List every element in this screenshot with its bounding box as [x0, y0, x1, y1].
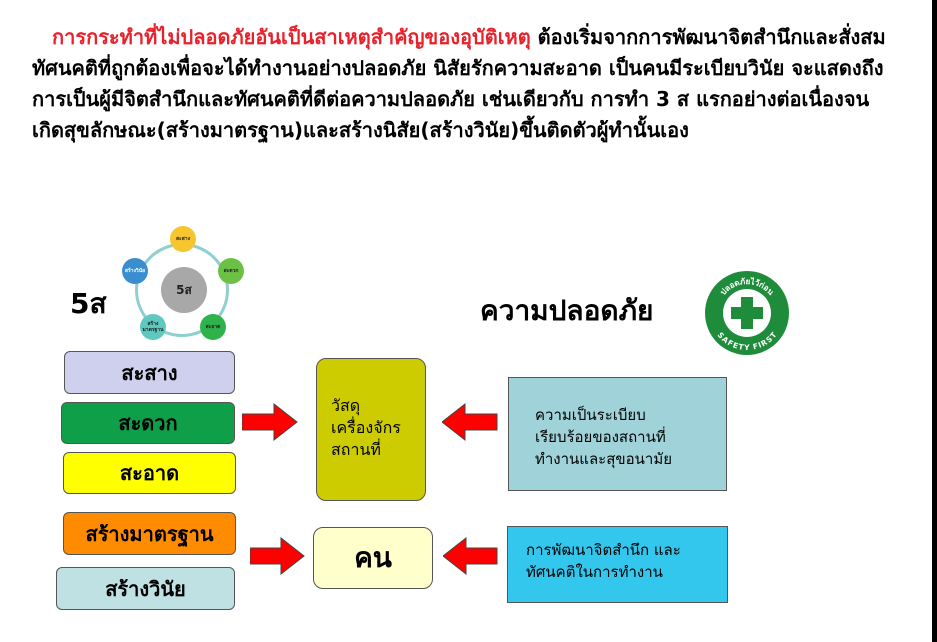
- right-top-line-2: เรียบร้อยของสถานที่: [535, 428, 666, 446]
- arrow-left-top: [442, 402, 498, 442]
- arrow-right-bottom: [250, 537, 305, 575]
- right-bottom-line-2: ทัศนคติในการทำงาน: [526, 563, 663, 581]
- right-bottom-line-1: การพัฒนาจิตสำนึก และ: [526, 541, 681, 559]
- wheel-node-discipline: สร้างวินัย: [122, 258, 148, 284]
- center-box-people: คน: [313, 527, 433, 589]
- safety-label: ความปลอดภัย: [480, 294, 654, 327]
- arrow-right-top: [242, 402, 298, 442]
- box-discipline: สร้างวินัย: [56, 567, 235, 610]
- intro-paragraph: การกระทำที่ไม่ปลอดภัยอันเป็นสาเหตุสำคัญข…: [32, 22, 892, 146]
- wheel-node-standard: สร้างมาตรฐาน: [140, 314, 166, 340]
- five-s-wheel: 5ส สะสาง สะดวก สะอาด สร้างมาตรฐาน สร้างว…: [118, 226, 248, 346]
- wheel-node-saat: สะอาด: [200, 314, 226, 340]
- right-box-orderliness: ความเป็นระเบียบ เรียบร้อยของสถานที่ ทำงา…: [508, 377, 727, 491]
- wheel-hub: 5ส: [161, 267, 207, 313]
- five-s-label: 5ส: [70, 287, 107, 320]
- wheel-node-saduak: สะดวก: [218, 258, 244, 284]
- intro-lead-text: การกระทำที่ไม่ปลอดภัยอันเป็นสาเหตุสำคัญข…: [52, 25, 531, 49]
- box-sasang: สะสาง: [64, 351, 235, 394]
- right-top-line-1: ความเป็นระเบียบ: [535, 406, 646, 424]
- intro-body-text: ต้องเริ่มจากการพัฒนาจิตสำนึกและสั่งสมทัศ…: [32, 25, 886, 142]
- wheel-node-sasang: สะสาง: [170, 226, 196, 252]
- box-saat: สะอาด: [63, 452, 236, 494]
- arrow-left-bottom: [443, 537, 498, 575]
- center-line-materials: วัสดุ: [331, 396, 361, 415]
- center-line-place: สถานที่: [331, 440, 381, 459]
- box-standard: สร้างมาตรฐาน: [63, 512, 236, 555]
- right-edge-bar: [932, 0, 937, 642]
- right-top-line-3: ทำงานและสุขอนามัย: [535, 450, 672, 468]
- center-box-materials: วัสดุ เครื่องจักร สถานที่: [316, 358, 426, 501]
- right-box-awareness: การพัฒนาจิตสำนึก และ ทัศนคติในการทำงาน: [507, 526, 728, 603]
- box-saduak: สะดวก: [61, 402, 235, 444]
- center-line-machines: เครื่องจักร: [331, 418, 401, 437]
- safety-first-logo: ปลอดภัยไว้ก่อน SAFETY FIRST: [705, 271, 789, 355]
